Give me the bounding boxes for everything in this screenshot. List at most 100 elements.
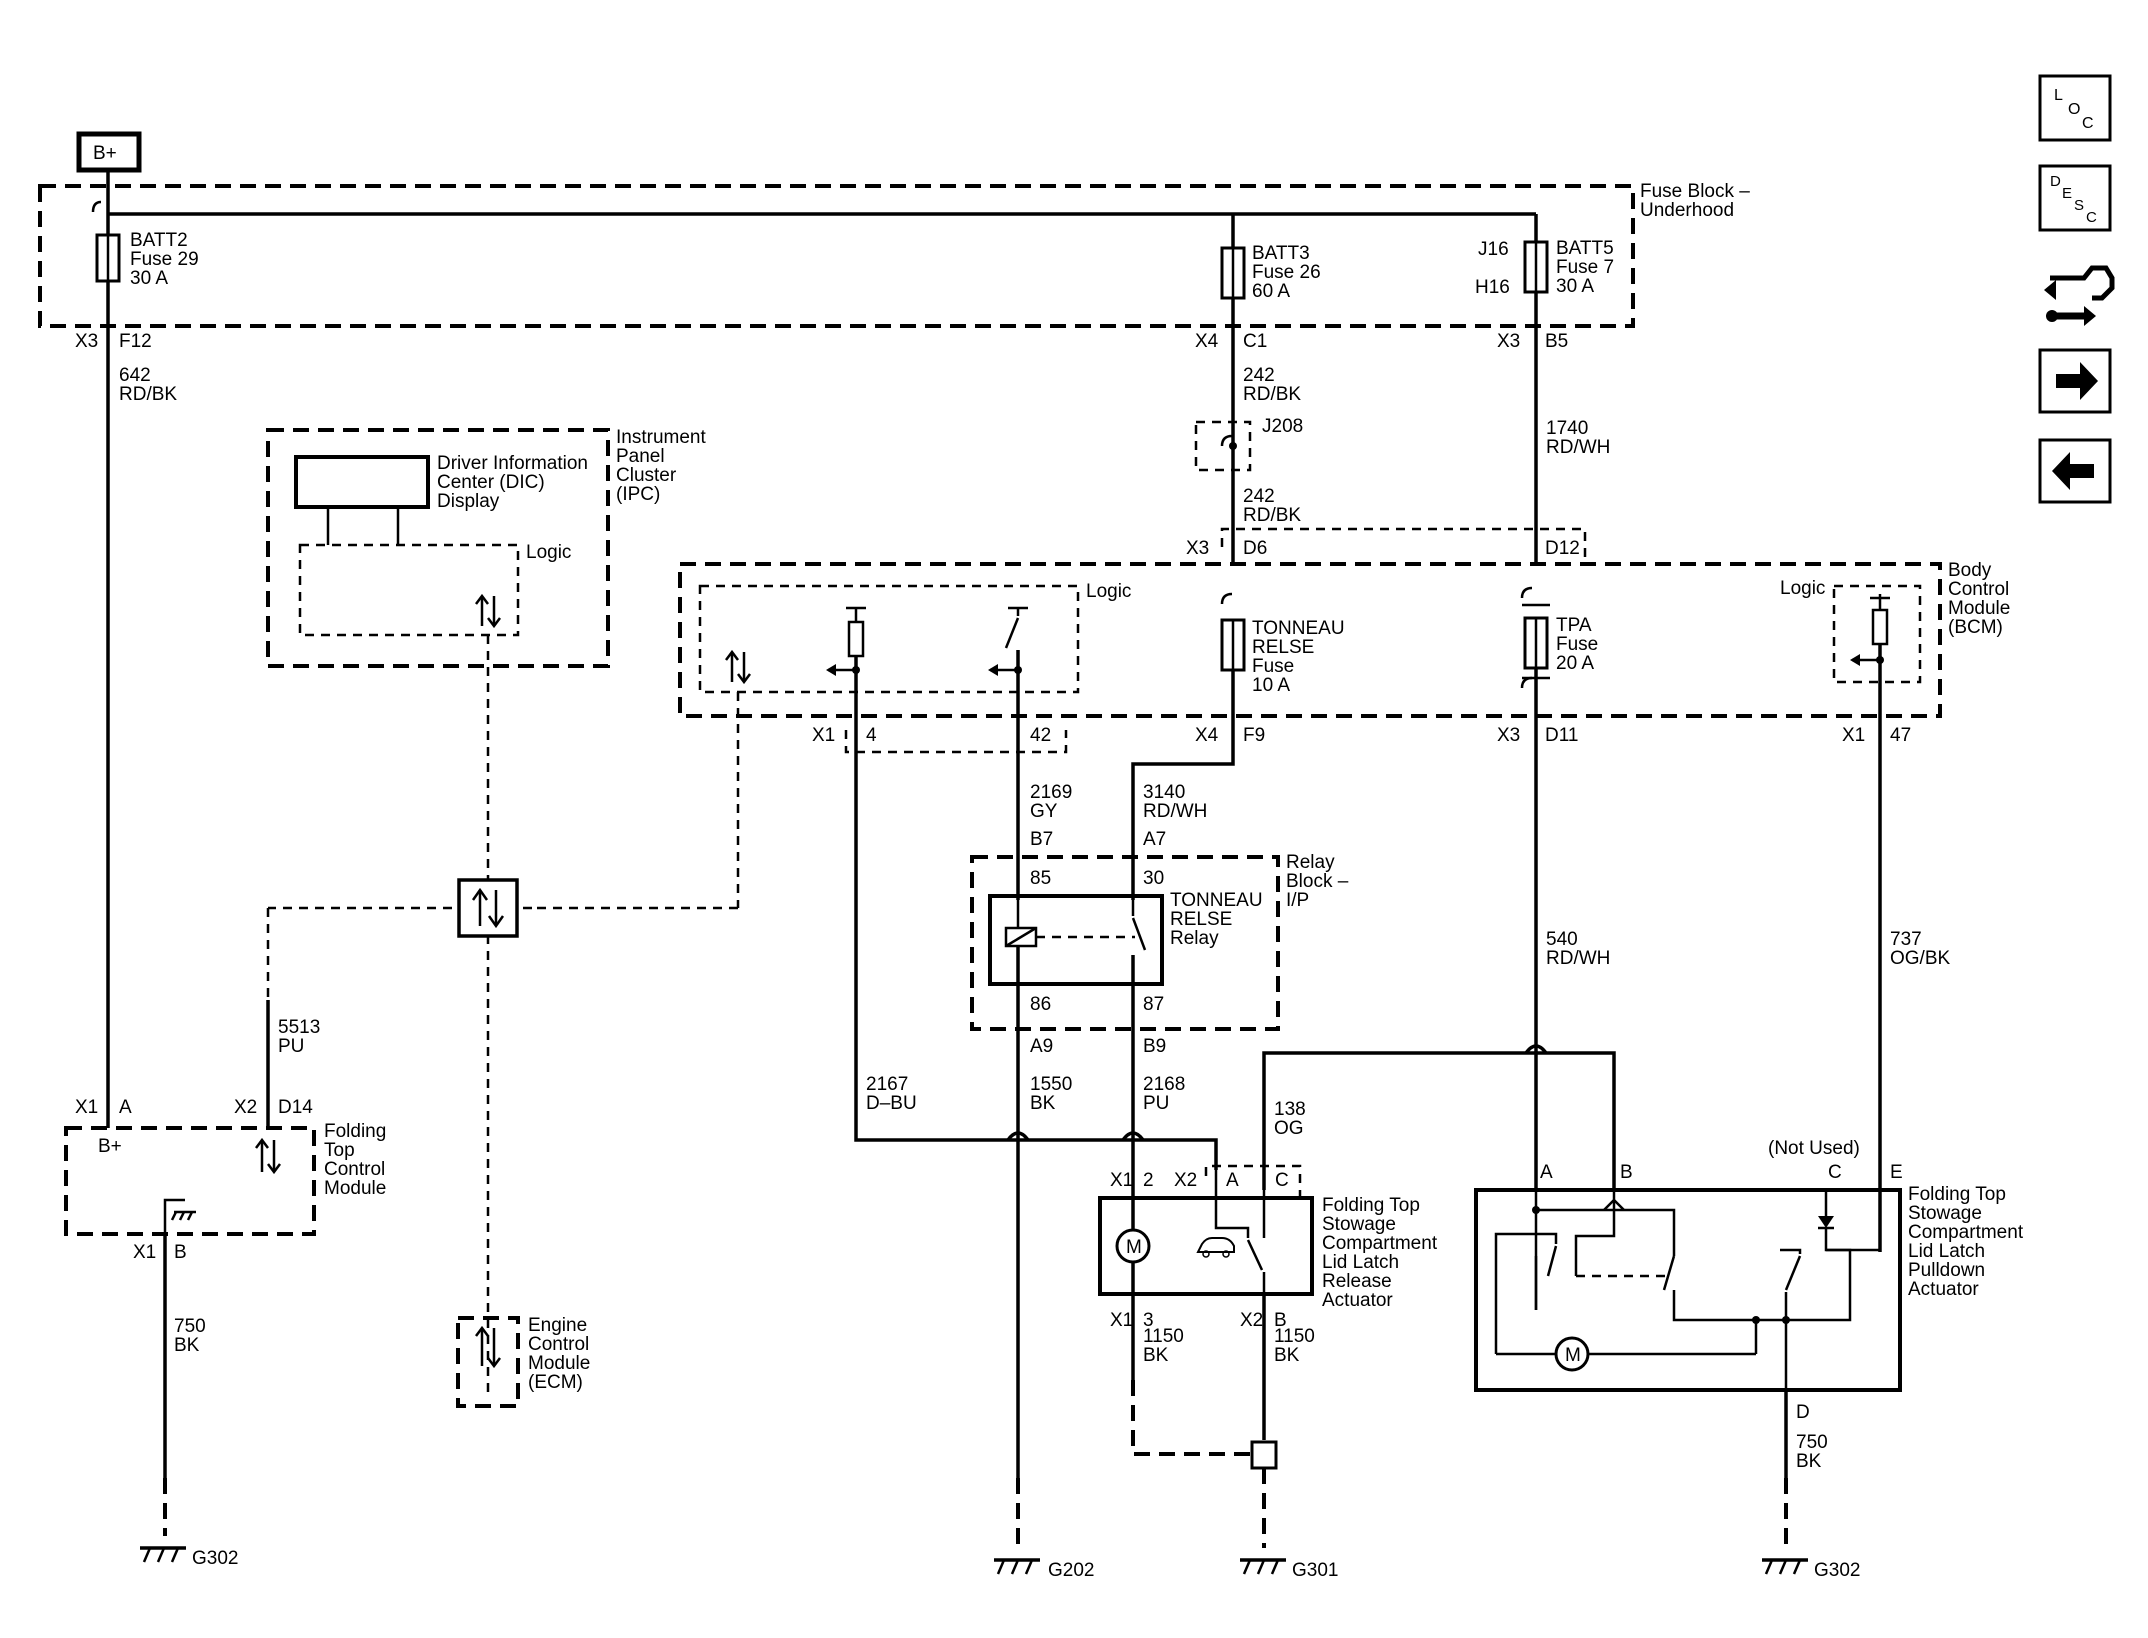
relay-contact (1131, 917, 1147, 951)
ipc-logic-label: Logic (526, 542, 571, 563)
rel-act-title-1: Folding Top (1322, 1195, 1420, 1216)
fuse-batt3-label-3: 60 A (1252, 281, 1290, 302)
loc-button[interactable]: L O C (2038, 74, 2112, 142)
ftcm-title-4: Module (324, 1178, 386, 1199)
bcm-logic-right (1832, 584, 1922, 684)
wire-750a-label: 750 (174, 1316, 206, 1337)
wire-2167-color: D–BU (866, 1093, 917, 1114)
ecm-title-2: Control (528, 1334, 589, 1355)
wire-2167-label: 2167 (866, 1074, 908, 1095)
fuse-batt5-pin-j16: J16 (1478, 239, 1509, 260)
ipc-logic-box (298, 543, 520, 637)
wire-642-color: RD/BK (119, 384, 177, 405)
bcm-right-pullup (1871, 608, 1889, 646)
fuse-batt5-label-2: Fuse 7 (1556, 257, 1614, 278)
wire-1740-color: RD/WH (1546, 437, 1610, 458)
ftcm-serial-data-icon (255, 1137, 281, 1175)
ftcm-pin-b: B (174, 1242, 187, 1263)
bcm-logic-left (698, 584, 1080, 694)
bcm-pin-47: 47 (1890, 725, 1911, 746)
ground-icon (140, 1546, 186, 1563)
relay-block-ip (970, 855, 1280, 1031)
ftcm-title-1: Folding (324, 1121, 386, 1142)
wire-3140-color: RD/WH (1143, 801, 1207, 822)
bcm-pin-x3-b: X3 (1497, 725, 1520, 746)
bcm-logic-left-label: Logic (1086, 581, 1131, 602)
ground-icon (1240, 1558, 1286, 1575)
dic-display (294, 455, 430, 509)
bcm-input-switch (1004, 617, 1020, 649)
folding-top-control-module (64, 1126, 316, 1236)
ipc-title-2: Panel (616, 446, 665, 467)
fuse-tonneau-label-1: TONNEAU (1252, 618, 1345, 639)
desc-letter-s: S (2074, 197, 2084, 214)
fuse-tonneau-label-4: 10 A (1252, 675, 1290, 696)
rel-act-title-5: Release (1322, 1271, 1392, 1292)
relay-pin-b9: B9 (1143, 1036, 1166, 1057)
arrow-right-button[interactable] (2038, 348, 2112, 414)
tonneau-relse-relay (988, 894, 1164, 986)
wire-242a-label: 242 (1243, 365, 1275, 386)
pin-c1: C1 (1243, 331, 1267, 352)
bcm-title-2: Control (1948, 579, 2009, 600)
ipc-title-4: (IPC) (616, 484, 660, 505)
bcm-pin-x1-a: X1 (812, 725, 835, 746)
arrow-left-button[interactable] (2038, 438, 2112, 504)
pulldown-not-used-label: (Not Used) (1768, 1138, 1860, 1159)
ftcm-title-2: Top (324, 1140, 355, 1161)
pin-x4-c1-conn: X4 (1195, 331, 1219, 352)
wire-2169-color: GY (1030, 801, 1058, 822)
ecm-title-3: Module (528, 1353, 590, 1374)
bcm-pin-42: 42 (1030, 725, 1051, 746)
splice-j208-label: J208 (1262, 416, 1303, 437)
wire-2169-label: 2169 (1030, 782, 1072, 803)
lid-latch-pulldown-actuator (1474, 1188, 1902, 1392)
loc-letter-l: L (2054, 87, 2063, 104)
fuse-tonneau-label-2: RELSE (1252, 637, 1314, 658)
rel-act-title-4: Lid Latch (1322, 1252, 1399, 1273)
rel-act-title-3: Compartment (1322, 1233, 1438, 1254)
fuse-tpa-label-3: 20 A (1556, 653, 1594, 674)
wire-242b-label: 242 (1243, 486, 1275, 507)
pin-f12: F12 (119, 331, 152, 352)
ipc-module (266, 428, 610, 668)
wire-642-label: 642 (119, 365, 151, 386)
fuse-block-title-2: Underhood (1640, 200, 1734, 221)
rel-act-pin-x1-b: X1 (1110, 1310, 1133, 1331)
ipc-title-3: Cluster (616, 465, 677, 486)
bcm-title-3: Module (1948, 598, 2010, 619)
pulldown-title-6: Actuator (1908, 1279, 1979, 1300)
ground-g202: G202 (1048, 1560, 1094, 1581)
connector-link-icon[interactable] (2044, 265, 2115, 326)
bcm-pin-x4: X4 (1195, 725, 1219, 746)
wire-2168-color: PU (1143, 1093, 1169, 1114)
bcm-logic-right-label: Logic (1780, 578, 1825, 599)
bcm-pin-f9: F9 (1243, 725, 1265, 746)
pulldown-diode (1818, 1216, 1834, 1228)
wire-540-label: 540 (1546, 929, 1578, 950)
wire-750b-color: BK (1796, 1451, 1822, 1472)
pulldown-pin-c: C (1828, 1162, 1842, 1183)
body-control-module (678, 562, 1942, 718)
loc-letter-c: C (2082, 115, 2094, 132)
ipc-title-1: Instrument (616, 427, 706, 448)
bcm-pin-d6: D6 (1243, 538, 1267, 559)
bcm-x1-connector (844, 730, 1068, 754)
bcm-pin-x3: X3 (1186, 538, 1209, 559)
wire-3140 (1131, 760, 1235, 900)
fuse-batt3-label-2: Fuse 26 (1252, 262, 1321, 283)
wire-1740-label: 1740 (1546, 418, 1588, 439)
wire-1150b-color: BK (1274, 1345, 1300, 1366)
wire-750a-color: BK (174, 1335, 200, 1356)
relay-block-title-3: I/P (1286, 890, 1309, 911)
splice-j208-box (1194, 420, 1252, 472)
wire-540-color: RD/WH (1546, 948, 1610, 969)
pulldown-switch-2 (1662, 1255, 1676, 1291)
ftcm-internal-ground (163, 1198, 185, 1234)
wire-242b-color: RD/BK (1243, 505, 1301, 526)
desc-button[interactable]: D E S C (2038, 164, 2112, 232)
fuse-block-underhood (38, 184, 1635, 328)
relay-name-3: Relay (1170, 928, 1219, 949)
ftcm-pin-x1: X1 (75, 1097, 98, 1118)
